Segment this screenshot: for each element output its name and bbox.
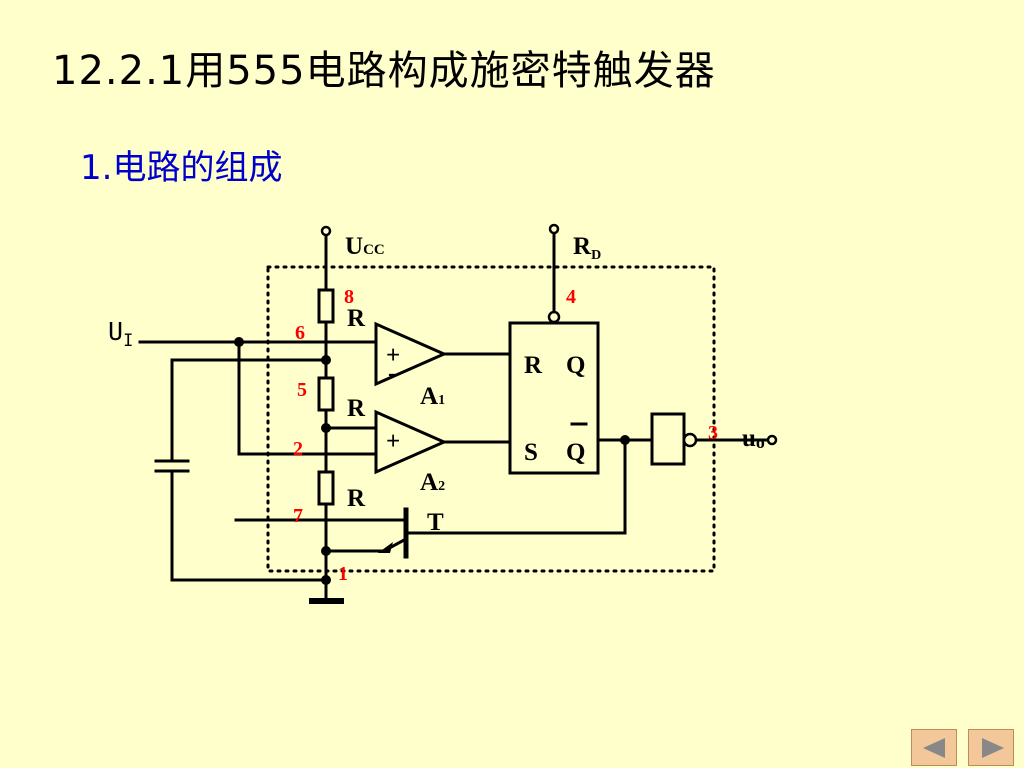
svg-text:1: 1 — [338, 563, 348, 585]
resistor-bottom — [317, 470, 335, 506]
rs-flip-flop — [508, 321, 600, 475]
svg-text:UCC: UCC — [345, 233, 385, 260]
svg-text:3: 3 — [708, 422, 718, 444]
svg-text:+: + — [386, 428, 400, 455]
svg-text:R: R — [347, 485, 366, 512]
svg-text:UI: UI — [108, 317, 133, 351]
svg-text:T: T — [427, 509, 444, 536]
section-heading: 1.电路的组成 — [80, 148, 283, 188]
svg-text:R: R — [347, 395, 366, 422]
svg-text:6: 6 — [295, 322, 305, 344]
output-terminal — [766, 434, 778, 446]
vcc-terminal — [320, 225, 332, 237]
svg-text:4: 4 — [566, 286, 576, 308]
next-slide-button[interactable] — [968, 729, 1014, 766]
svg-text:RD: RD — [573, 233, 601, 263]
triangle-left-icon — [923, 738, 945, 758]
inverter-bubble — [682, 432, 698, 448]
svg-text:R: R — [524, 352, 543, 379]
svg-text:8: 8 — [344, 286, 354, 308]
comparator-a1 — [374, 321, 448, 387]
comparator-a2 — [374, 409, 448, 475]
chip-boundary — [266, 265, 716, 573]
triangle-right-icon — [982, 738, 1004, 758]
svg-text:-: - — [388, 360, 396, 387]
slide-title: 12.2.1用555电路构成施密特触发器 — [52, 48, 716, 94]
svg-text:R: R — [347, 305, 366, 332]
output-inverter — [650, 412, 686, 466]
reset-terminal — [548, 223, 560, 235]
svg-text:2: 2 — [293, 438, 303, 460]
svg-text:uo: uo — [742, 425, 765, 452]
prev-slide-button[interactable] — [911, 729, 957, 766]
resistor-top — [317, 288, 335, 324]
svg-text:5: 5 — [297, 379, 307, 401]
svg-text:A2: A2 — [420, 469, 445, 496]
svg-text:S: S — [524, 439, 538, 466]
reset-input-bubble — [547, 310, 561, 324]
svg-text:A1: A1 — [420, 383, 445, 410]
svg-text:Q: Q — [566, 439, 585, 466]
svg-text:Q: Q — [566, 352, 585, 379]
resistor-mid — [317, 376, 335, 412]
svg-text:+: + — [386, 342, 400, 369]
svg-text:7: 7 — [293, 505, 303, 527]
transistor-emitter-arrow — [378, 542, 393, 553]
